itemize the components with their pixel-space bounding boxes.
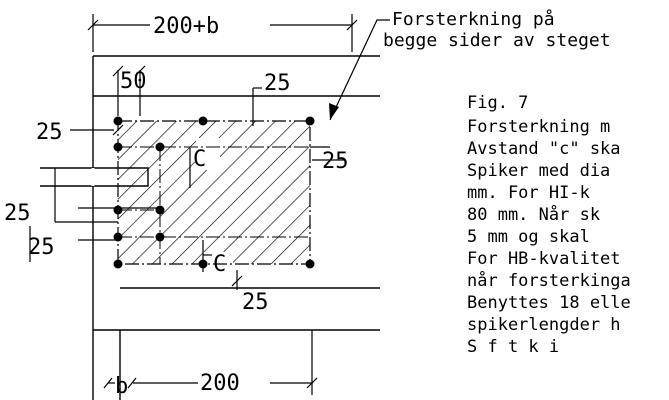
nail-dot — [305, 116, 315, 126]
note-line: 80 mm. Når sk — [467, 204, 600, 225]
nail-dot — [155, 205, 165, 215]
note-line: Benyttes 18 elle — [467, 293, 631, 313]
dim-25-left-top: 25 — [36, 120, 63, 145]
dim-c-upper: C — [193, 147, 206, 172]
note-line: Avstand "c" ska — [467, 139, 621, 159]
callout-leader — [329, 19, 390, 121]
nail-dot — [155, 142, 165, 152]
dim-top-width: 200+b — [153, 14, 219, 39]
dim-50: 50 — [120, 69, 147, 94]
note-line: S f t k i — [467, 337, 559, 357]
nail-dot — [113, 116, 123, 126]
note-line: Forsterkning m — [467, 117, 610, 137]
note-line: når forsterkinga — [467, 270, 631, 291]
note-line: mm. For HI-k — [467, 183, 590, 203]
dim-c-lower: C — [213, 252, 226, 277]
reinforcement-plate — [117, 120, 311, 274]
dim-25-left-mid: 25 — [4, 201, 31, 226]
dim-25-bottom: 25 — [242, 290, 269, 315]
dim-bottom-200: 200 — [200, 371, 240, 396]
note-line: spikerlengder h — [467, 315, 621, 335]
notes-block: Fig. 7 Forsterkning m Avstand "c" ska Sp… — [467, 93, 631, 357]
note-line: 5 mm og skal — [467, 227, 590, 247]
nail-dot — [113, 142, 123, 152]
nail-dot — [198, 116, 208, 126]
dimension-lines — [29, 14, 358, 395]
nail-dot — [305, 259, 315, 269]
nail-dot — [113, 259, 123, 269]
nail-dot — [113, 205, 123, 215]
dim-bottom-b: b — [115, 374, 128, 399]
note-line: Fig. 7 — [467, 93, 528, 113]
note-line: For HB-kvalitet — [467, 249, 621, 269]
dim-25-top: 25 — [264, 71, 291, 96]
nail-dot — [155, 232, 165, 242]
dim-25-right: 25 — [322, 149, 349, 174]
note-line: Spiker med dia — [467, 161, 610, 181]
callout-line-2: begge sider av steget — [383, 30, 611, 51]
nail-dot — [113, 232, 123, 242]
callout-line-1: Forsterkning på — [392, 9, 555, 30]
dim-25-left-low: 25 — [28, 235, 55, 260]
